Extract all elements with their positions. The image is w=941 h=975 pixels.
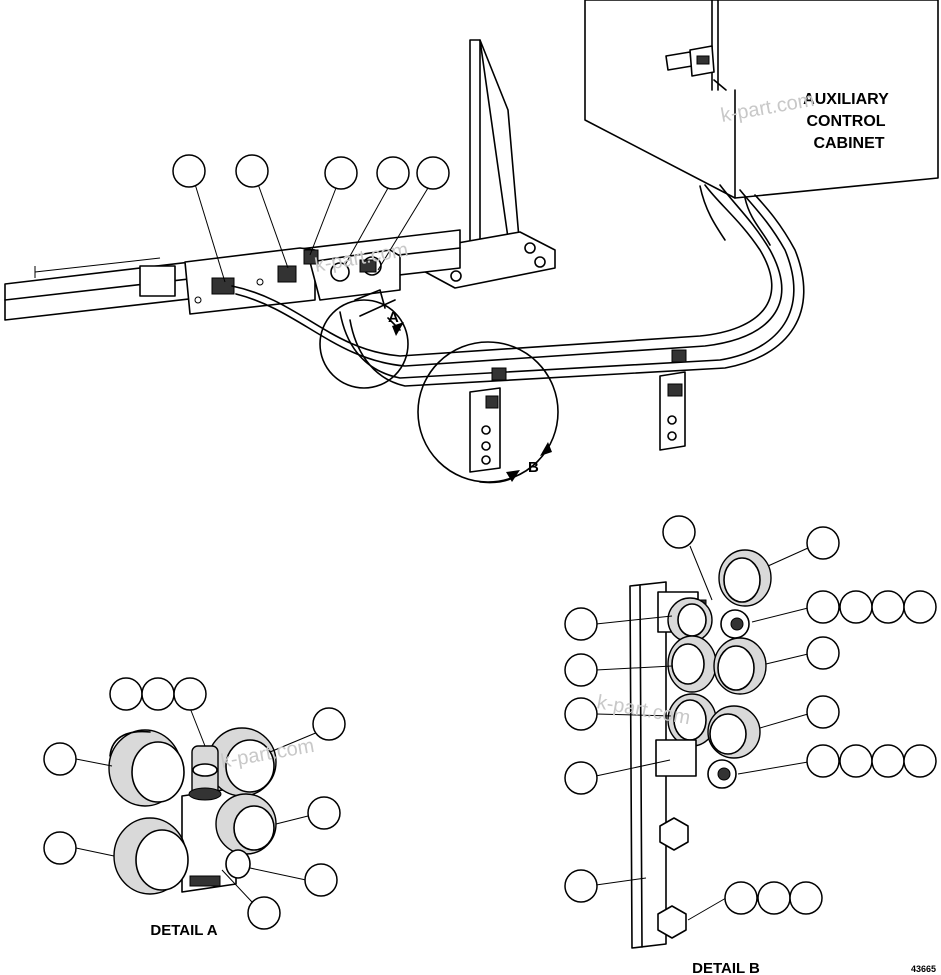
detail-a-circle bbox=[319, 299, 409, 389]
detail-a-view: DETAIL A bbox=[43, 677, 346, 939]
callout-bubble bbox=[662, 515, 696, 549]
main-callouts bbox=[172, 154, 450, 190]
cabinet-label-line2: CONTROL bbox=[806, 113, 885, 130]
callout-bubble bbox=[903, 744, 937, 778]
callout-bubble bbox=[789, 881, 823, 915]
callout-bubble bbox=[806, 744, 840, 778]
callout-bubble bbox=[839, 744, 873, 778]
callout-bubble bbox=[806, 695, 840, 729]
detail-a-title: DETAIL A bbox=[150, 922, 217, 939]
callout-bubble bbox=[109, 677, 143, 711]
detail-b-title: DETAIL B bbox=[692, 960, 760, 975]
connector-block bbox=[303, 249, 401, 301]
figure-number: 43665 bbox=[911, 964, 936, 974]
detail-a-callouts bbox=[43, 677, 346, 930]
callout-bubble bbox=[312, 707, 346, 741]
callout-bubble bbox=[871, 590, 905, 624]
callout-bubble bbox=[376, 156, 410, 190]
cabinet-label-line1: AUXILIARY bbox=[803, 91, 889, 108]
frame-rail bbox=[4, 229, 461, 321]
detail-b-view: DETAIL B bbox=[564, 515, 937, 975]
callout-bubble bbox=[307, 796, 341, 830]
callout-bubble bbox=[903, 590, 937, 624]
auxiliary-control-cabinet bbox=[584, 0, 939, 199]
callout-bubble bbox=[141, 677, 175, 711]
callout-bubble bbox=[43, 831, 77, 865]
cable-harness bbox=[231, 184, 805, 387]
callout-bubble bbox=[304, 863, 338, 897]
callout-bubble bbox=[806, 636, 840, 670]
callout-bubble bbox=[235, 154, 269, 188]
callout-bubble bbox=[172, 154, 206, 188]
main-assembly-view: A B AUXILIARY CONTROL CABINET bbox=[4, 0, 939, 484]
callout-bubble bbox=[564, 697, 598, 731]
detail-b-marker: B bbox=[528, 459, 539, 476]
callout-bubble bbox=[564, 653, 598, 687]
detail-b-circle bbox=[417, 341, 559, 484]
detail-b-callouts bbox=[564, 515, 937, 915]
main-leaders bbox=[194, 183, 429, 283]
callout-bubble bbox=[839, 590, 873, 624]
detail-a-marker: A bbox=[388, 309, 399, 326]
callout-bubble bbox=[416, 156, 450, 190]
callout-bubble bbox=[173, 677, 207, 711]
callout-bubble bbox=[564, 869, 598, 903]
callout-bubble bbox=[43, 742, 77, 776]
callout-bubble bbox=[757, 881, 791, 915]
callout-bubble bbox=[564, 607, 598, 641]
callout-bubble bbox=[247, 896, 281, 930]
callout-bubble bbox=[724, 881, 758, 915]
cabinet-label-line3: CABINET bbox=[813, 135, 884, 152]
callout-bubble bbox=[806, 590, 840, 624]
callout-bubble bbox=[871, 744, 905, 778]
callout-bubble bbox=[806, 526, 840, 560]
callout-bubble bbox=[564, 761, 598, 795]
callout-bubble bbox=[324, 156, 358, 190]
mounting-brackets bbox=[469, 371, 686, 473]
